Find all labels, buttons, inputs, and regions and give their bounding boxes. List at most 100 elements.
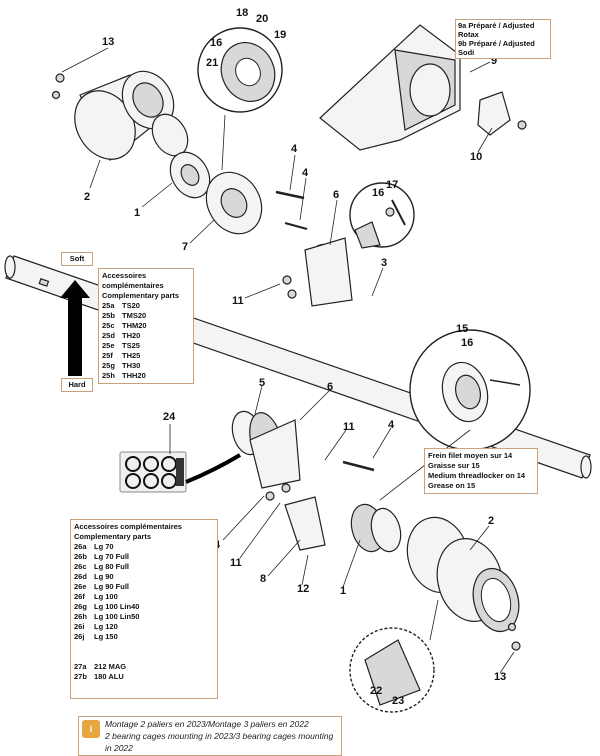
accessory-label: Lg 100 Lin50 <box>94 612 140 621</box>
callout-8: 8 <box>260 573 266 585</box>
hard-label: Hard <box>61 378 93 392</box>
callout-9: 9 <box>491 55 497 67</box>
callout-11-bottom: 11 <box>230 557 242 569</box>
accessory-label: Lg 80 Full <box>94 562 130 571</box>
accessory-label: TS25 <box>122 341 140 350</box>
accessory-code: 25b <box>102 311 115 320</box>
accessory-code: 26e <box>74 582 87 591</box>
accessory-row: 25a TS20 <box>102 301 190 311</box>
accessory-label: Lg 150 <box>94 632 118 641</box>
accessory-row: 27a 212 MAG <box>74 662 126 672</box>
callout-4-a: 4 <box>291 143 298 155</box>
footnote-line-fr: Montage 2 paliers en 2023/Montage 3 pali… <box>105 719 309 729</box>
accessory-code: 26h <box>74 612 87 621</box>
accessory-code: 25g <box>102 361 115 370</box>
accessory-row: 27b 180 ALU <box>74 672 126 682</box>
callout-3: 3 <box>381 257 387 269</box>
accessory-code: 25d <box>102 331 115 340</box>
threadlocker-line-2: Graisse sur 15 <box>428 461 480 470</box>
callout-numbers: 13 2 1 7 18 20 16 19 21 9 10 4 4 6 16 17… <box>84 7 506 707</box>
accessory-row: 26f Lg 100 <box>74 592 214 602</box>
hub-assembly-lower <box>350 503 521 651</box>
accessory-code: 27b <box>74 672 87 681</box>
accessory-label: TH30 <box>122 361 141 370</box>
accessory-row: 25f TH25 <box>102 351 190 361</box>
callout-22: 22 <box>370 685 382 697</box>
zoom-circle-sprocket <box>349 599 439 713</box>
soft-label: Soft <box>61 252 93 266</box>
variant-label: 9a Préparé / Adjusted Rotax 9b Préparé /… <box>455 19 551 59</box>
accessory-row: 26h Lg 100 Lin50 <box>74 612 214 622</box>
callout-23: 23 <box>392 695 404 707</box>
callout-13-bottom: 13 <box>494 671 506 683</box>
accessory-row: 25g TH30 <box>102 361 190 371</box>
callout-21: 21 <box>206 57 218 69</box>
key-rods <box>275 190 375 472</box>
accessory-code: 25f <box>102 351 113 360</box>
accessories-hub-title-fr: Accessoires complémentaires <box>74 522 182 531</box>
callout-4-c: 4 <box>388 419 395 431</box>
accessory-code: 27a <box>74 662 87 671</box>
callout-18: 18 <box>236 7 248 19</box>
accessory-label: 212 MAG <box>94 662 127 671</box>
accessory-label: TH25 <box>122 351 141 360</box>
accessory-label: Lg 120 <box>94 622 118 631</box>
hardness-arrow <box>60 280 90 376</box>
threadlocker-note: Frein filet moyen sur 14 Graisse sur 15 … <box>424 448 538 494</box>
callout-10: 10 <box>470 151 482 163</box>
accessory-label: Lg 100 <box>94 592 118 601</box>
accessory-label: TS20 <box>122 301 140 310</box>
accessory-label: Lg 70 Full <box>94 552 130 561</box>
callout-12: 12 <box>297 583 309 595</box>
info-icon: i <box>82 720 100 738</box>
callout-19: 19 <box>274 29 286 41</box>
callout-13-top: 13 <box>102 36 114 48</box>
threadlocker-line-3: Medium threadlocker on 14 <box>428 471 526 480</box>
accessories-axle-title-en: Complementary parts <box>102 291 180 300</box>
callout-16-top: 16 <box>210 37 222 49</box>
accessory-label: 180 ALU <box>94 672 124 681</box>
accessory-label: Lg 100 Lin40 <box>94 602 140 611</box>
chain-guard <box>319 24 527 151</box>
sprocket-carrier-top <box>51 70 263 235</box>
accessory-code: 26i <box>74 622 85 631</box>
callout-15: 15 <box>456 323 468 335</box>
accessory-row: 26i Lg 120 <box>74 622 214 632</box>
threadlocker-line-4: Grease on 15 <box>428 481 476 490</box>
threadlocker-line-1: Frein filet moyen sur 14 <box>428 451 513 460</box>
accessory-row: 26g Lg 100 Lin40 <box>74 602 214 612</box>
accessory-label: THM20 <box>122 321 147 330</box>
accessory-label: Lg 90 <box>94 572 114 581</box>
callout-5: 5 <box>259 377 265 389</box>
accessory-label: Lg 70 <box>94 542 114 551</box>
variant-rotax: 9a Préparé / Adjusted Rotax <box>458 21 535 39</box>
accessory-code: 26c <box>74 562 87 571</box>
callout-1-top: 1 <box>134 207 140 219</box>
callout-2-bottom: 2 <box>488 515 494 527</box>
accessory-code: 25a <box>102 301 115 310</box>
accessory-label: TH20 <box>122 331 141 340</box>
zoom-circle-bearing <box>379 329 531 501</box>
accessory-code: 26f <box>74 592 85 601</box>
zoom-circle-bearing-cage <box>197 27 283 171</box>
accessory-code: 26g <box>74 602 87 611</box>
accessory-code: 25e <box>102 341 115 350</box>
callout-6-top: 6 <box>333 189 339 201</box>
accessory-label: TMS20 <box>122 311 147 320</box>
accessory-row: 25d TH20 <box>102 331 190 341</box>
accessories-hub-panel: Accessoires complémentaires Complementar… <box>70 519 218 699</box>
accessory-row: 25h THH20 <box>102 371 190 381</box>
footnote-bearing-mounting: i Montage 2 paliers en 2023/Montage 3 pa… <box>78 716 342 756</box>
accessory-label: THH20 <box>122 371 146 380</box>
callout-16-mid: 16 <box>372 187 384 199</box>
callout-16-right: 16 <box>461 337 473 349</box>
seal-kit <box>119 451 242 493</box>
accessory-code: 25h <box>102 371 115 380</box>
callout-2-top: 2 <box>84 191 90 203</box>
leader-lines <box>61 47 515 674</box>
bearing-cage-lower <box>231 410 326 551</box>
